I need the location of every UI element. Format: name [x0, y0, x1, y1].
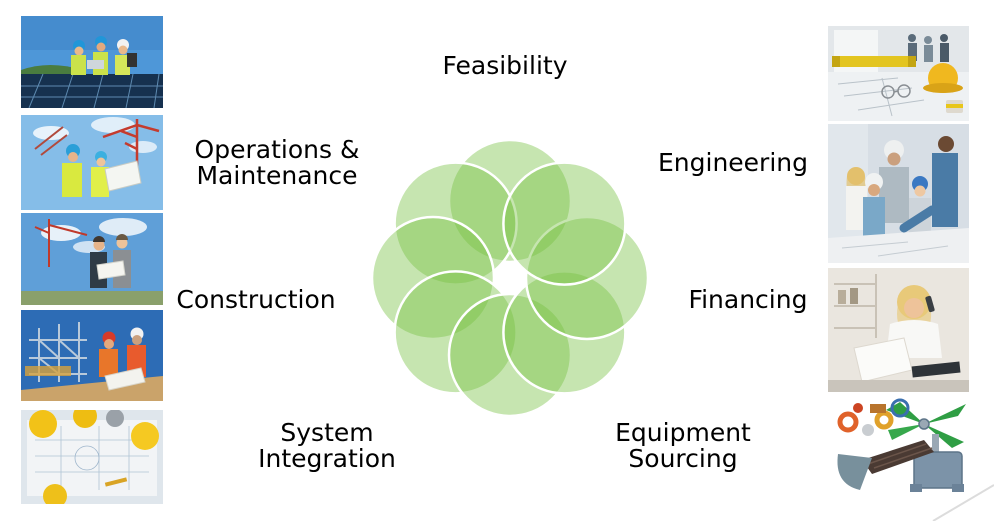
steel-structure-illustration [21, 310, 163, 401]
office-phone-call-illustration [828, 268, 969, 392]
flower-petal-0 [447, 138, 573, 264]
flower-petal-5 [502, 270, 627, 395]
flower-petal-4 [447, 292, 573, 418]
blueprint-tools-meeting-photo [828, 26, 969, 121]
site-managers-crane-photo [21, 213, 163, 305]
turbine-equipment-photo [828, 396, 969, 496]
steel-structure-workers-photo [21, 310, 163, 401]
site-managers-illustration [21, 213, 163, 305]
label-construction: Construction [176, 285, 336, 314]
crane-workers-blueprint-photo [21, 115, 163, 210]
team-hardhats-illustration [828, 124, 969, 263]
hardhats-blueprint-table-photo [21, 410, 163, 504]
flower-petal-1 [393, 161, 518, 286]
flower-petal-2 [370, 215, 496, 341]
team-hardhats-planning-photo [828, 124, 969, 263]
turbine-equipment-illustration [828, 396, 969, 496]
blueprint-table-illustration [21, 410, 163, 504]
blueprint-tools-illustration [828, 26, 969, 121]
solar-panel-team-photo [21, 16, 163, 108]
label-engineering: Engineering [658, 148, 808, 177]
flower-petal-6 [524, 215, 650, 341]
flower-petal-3 [393, 270, 518, 395]
office-phone-call-photo [828, 268, 969, 392]
solar-panel-team-illustration [21, 16, 163, 108]
flower-petal-7 [502, 161, 627, 286]
label-financing: Financing [688, 285, 808, 314]
label-operations-maintenance: Operations &Maintenance [194, 135, 360, 190]
label-feasibility: Feasibility [442, 51, 568, 80]
crane-workers-illustration [21, 115, 163, 210]
